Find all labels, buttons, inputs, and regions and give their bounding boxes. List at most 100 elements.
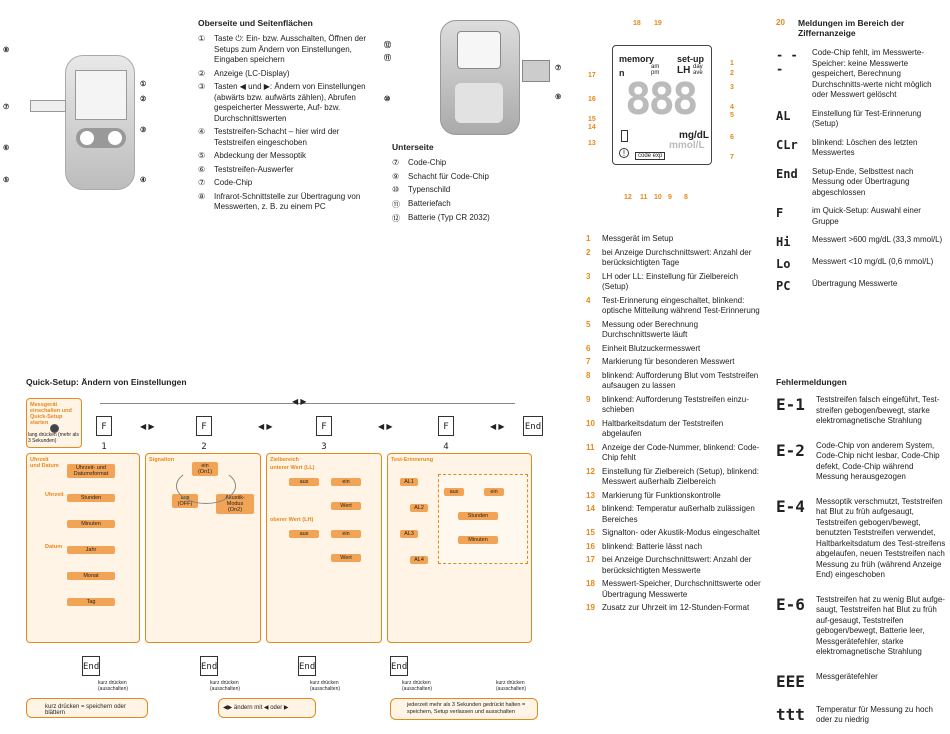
end-hint: kurz drücken (ausschalten) [210,680,241,692]
lcd-callout: 3 [730,84,734,91]
device-callout: ④ [140,177,147,184]
legend-short-press: kurz drücken = speichern oder blättern [26,698,148,718]
option-box: AL2 [410,504,428,512]
lcd-callout: 9 [668,194,672,201]
quick-setup-title: Quick-Setup: Ändern von Einstellungen [26,377,187,387]
option-box: AL3 [400,530,418,538]
option-box: Uhrzeit- und Datumsformat [67,464,115,478]
meter-front-illustration [20,45,170,205]
lcd-am: am [651,64,660,70]
option-box: Minuten [67,520,115,528]
warning-icon: ! [619,148,629,158]
meter-back-illustration [440,20,520,135]
lcd-code-exp: code exp [635,152,666,160]
lcd-callout: 12 [624,194,632,201]
device-callout: ⑦ [3,104,10,111]
lcd-callout: 16 [588,96,596,103]
display-f2: F 2 [196,416,212,452]
message-row: - - -Code-Chip fehlt, im Messwerte-Speic… [776,48,932,99]
lcd-callout: 18 [633,20,641,27]
option-box: AL4 [410,556,428,564]
display-f1: F 1 [96,416,112,452]
arrow-buttons-icon: ◀ ▶ [258,422,273,431]
end-hint: kurz drücken (ausschalten) [496,680,527,692]
display-end: End [200,656,218,676]
option-box: AL1 [400,478,418,486]
lcd-callout: 5 [730,112,734,119]
option-box: Wert [331,502,361,510]
option-box: Wert [331,554,361,562]
option-box: Monat [67,572,115,580]
option-box: ein [484,488,504,496]
end-hint: kurz drücken (ausschalten) [402,680,433,692]
arrow-buttons-icon: ◀ ▶ [140,422,155,431]
legend-long-press: jederzeit mehr als 3 Sekunden gedrückt h… [390,698,538,720]
option-box: ein [331,478,361,486]
option-box: Jahr [67,546,115,554]
section-title: Fehlermeldungen [776,377,847,387]
lcd-pm: pm [651,70,660,76]
display-end: End [82,656,100,676]
lcd-callout: 2 [730,70,734,77]
lcd-callout: 7 [730,154,734,161]
lcd-unit-mgdl: mg/dL [679,130,709,141]
lcd-callout: 8 [684,194,688,201]
option-box: aus [289,530,319,538]
lcd-digits: 888 [625,74,699,125]
lcd-day: day [693,64,703,70]
display-f3: F 3 [316,416,332,452]
device-callout: ⑨ [555,94,562,101]
lcd-callout: 6 [730,134,734,141]
device-callout: ⑫ [384,42,391,49]
option-box: aus [289,478,319,486]
lcd-callout: 10 [654,194,662,201]
option-box: ein [331,530,361,538]
panel-signal: Signalton ein (On1) aus (OFF) Akustik-Mo… [145,453,261,643]
display-f4: F 4 [438,416,454,452]
messages-section: 20 Meldungen im Bereich der Ziffernanzei… [776,18,946,301]
lcd-ave: ave [693,70,703,76]
code-chip-illustration [522,60,550,82]
lcd-unit-mmol: mmol/L [669,140,705,151]
end-hint: kurz drücken (ausschalten) [310,680,341,692]
section-title: Unterseite [392,142,434,152]
end-hint: kurz drücken (ausschalten) [98,680,129,692]
device-callout: ⑥ [3,145,10,152]
start-panel: Messgerät einschalten und Quick-Setup st… [26,398,82,448]
messages-number: 20 [776,18,785,27]
lcd-callout: 11 [640,194,648,201]
lcd-callout: 17 [588,72,596,79]
